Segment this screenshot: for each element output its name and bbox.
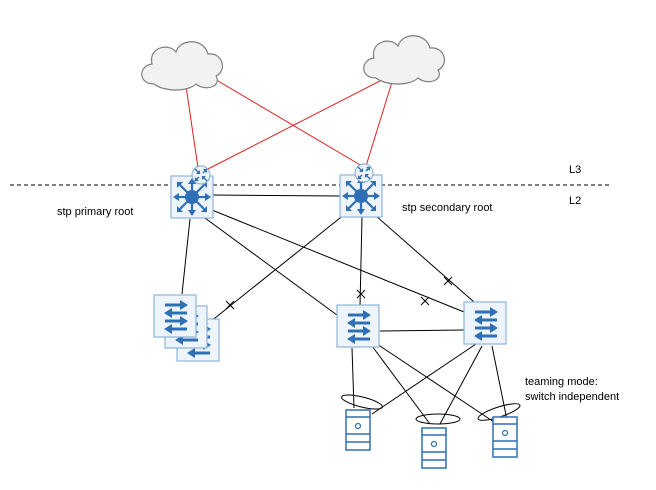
- core-switch-secondary: [338, 163, 384, 219]
- cloud-icon: [141, 41, 224, 91]
- server-link: [439, 345, 483, 425]
- layer2-switch-icon: [335, 303, 381, 349]
- layer2-switch-icon: [462, 300, 508, 346]
- server-icon: [345, 409, 371, 451]
- primary-root-label: stp primary root: [57, 206, 133, 218]
- wan-link: [205, 79, 383, 171]
- server-link: [351, 347, 355, 409]
- layer3-label: L3: [569, 164, 581, 176]
- server-link: [491, 345, 508, 421]
- blocked-port-marker: [225, 300, 235, 310]
- wan-link: [365, 81, 393, 167]
- core-switch-primary: [169, 165, 215, 220]
- blocked-port-marker: [356, 289, 366, 299]
- server-link: [376, 343, 495, 423]
- server-icon: [492, 416, 518, 458]
- router-icon: [191, 165, 211, 185]
- link-primary-access1: [181, 218, 191, 295]
- server-icon: [421, 427, 447, 469]
- teaming-mode-label: teaming mode:: [525, 376, 598, 388]
- link-secondary-access3: [375, 215, 475, 303]
- core-interlink: [212, 194, 341, 197]
- wan-links: [185, 77, 393, 171]
- router-icon: [354, 163, 374, 183]
- blocked-port-marker: [420, 296, 430, 306]
- lan-links: [181, 194, 508, 425]
- cloud-icon: [363, 35, 446, 85]
- secondary-root-label: stp secondary root: [402, 202, 493, 214]
- link-access2-access3: [379, 329, 465, 332]
- link-primary-access3: [211, 209, 465, 313]
- link-secondary-access2: [359, 216, 363, 307]
- teaming-mode-value: switch independent: [525, 391, 619, 403]
- nic-team-ring: [415, 413, 461, 425]
- blocked-port-markers: [225, 276, 453, 310]
- layer2-switch-icon: [152, 293, 198, 339]
- wan-link: [212, 77, 363, 167]
- blocked-port-marker: [443, 276, 453, 286]
- server-link: [371, 345, 431, 425]
- server-link: [371, 343, 477, 415]
- wan-link: [185, 85, 199, 169]
- nic-team-ring: [341, 394, 383, 410]
- layer2-label: L2: [569, 195, 581, 207]
- access-switch-stack: [152, 293, 221, 363]
- link-primary-access2: [204, 217, 342, 319]
